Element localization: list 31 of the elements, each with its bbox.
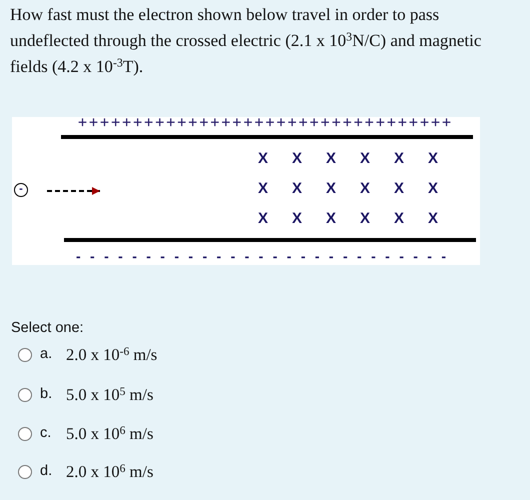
magnetic-field-mark: X [326,150,336,167]
option-text: 5.0 x 10$^{5}$ m/s [66,385,154,405]
magnetic-field-mark: X [428,150,438,167]
option-letter: d. [40,463,52,479]
magnetic-field-mark: X [360,150,370,167]
magnetic-field-mark: X [292,150,302,167]
option-text: 2.0 x 10$^{-6}$ m/s [66,345,158,365]
magnetic-field-mark: X [394,150,404,167]
option-letter: b. [40,386,52,402]
magnetic-field-mark: X [292,180,302,197]
option-text: 5.0 x 10$^{6}$ m/s [66,424,154,444]
magnetic-field-mark: X [258,180,268,197]
question-text: How fast must the electron shown below travel in order to pass undeflected through the crossed electric (2.1 x 10$^{3}$N/C) and magnetic fields (4.2 x 10$^{-3}$T). [10,4,482,78]
magnetic-field-mark: X [326,210,336,227]
magnetic-field-mark: X [428,210,438,227]
magnetic-field-mark: X [292,210,302,227]
magnetic-field-mark: X [258,210,268,227]
magnetic-field-mark: X [258,150,268,167]
magnetic-field-mark: X [360,210,370,227]
option-text: 2.0 x 10$^{6}$ m/s [66,462,154,482]
magnetic-field-mark: X [360,180,370,197]
prompt-text: Select one: [11,320,84,336]
negative-charge-signs: - - - - - - - - - - - - - - - - - - - - - - - - - - - [76,248,449,264]
positive-charge-signs: ++++++++++++++++++++++++++++++++++ [78,114,454,130]
magnetic-field-mark: X [428,180,438,197]
magnetic-field-mark: X [394,180,404,197]
option-letter: c. [40,425,52,441]
option-letter: a. [40,346,52,362]
electron-circle: - [14,183,28,197]
magnetic-field-mark: X [326,180,336,197]
magnetic-field-mark: X [394,210,404,227]
